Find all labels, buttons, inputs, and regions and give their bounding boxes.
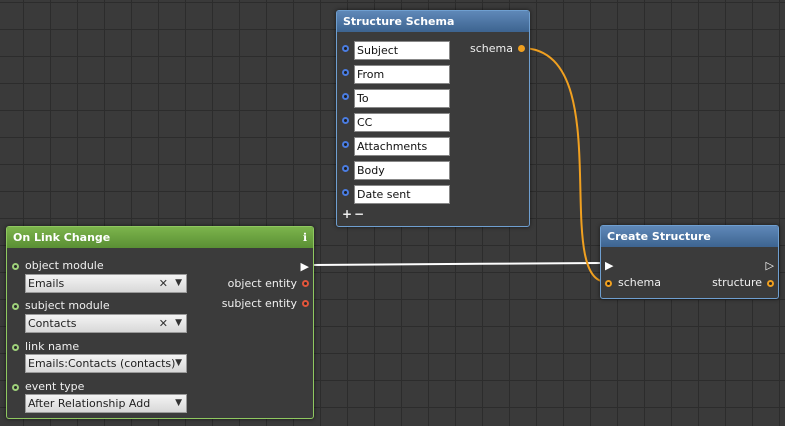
body-field[interactable]: Body — [354, 161, 450, 180]
subject-entity-port[interactable] — [302, 300, 309, 307]
schema-wire — [520, 47, 608, 283]
flow-output-arrow-icon[interactable]: ▷ — [765, 259, 774, 272]
to-field[interactable]: To — [354, 89, 450, 108]
object-module-select[interactable]: Emails ✕ ▼ — [25, 274, 187, 293]
event-type-label: event type — [25, 380, 85, 393]
event-type-select[interactable]: After Relationship Add ▼ — [25, 394, 187, 413]
schema-input-label: schema — [618, 276, 661, 289]
flow-input-arrow-icon[interactable]: ▶ — [605, 259, 614, 272]
on-link-change-title-text: On Link Change — [13, 231, 111, 244]
subject-entity-label: subject entity — [221, 297, 297, 310]
body-port[interactable] — [342, 165, 349, 172]
from-port[interactable] — [342, 69, 349, 76]
object-entity-port[interactable] — [302, 280, 309, 287]
caret-down-icon[interactable]: ▼ — [175, 398, 182, 408]
cc-field[interactable]: CC — [354, 113, 450, 132]
subject-module-select[interactable]: Contacts ✕ ▼ — [25, 314, 187, 333]
date-sent-port[interactable] — [342, 189, 349, 196]
object-module-port[interactable] — [12, 263, 19, 270]
structure-output-label: structure — [712, 276, 762, 289]
caret-down-icon[interactable]: ▼ — [175, 358, 182, 368]
to-port[interactable] — [342, 93, 349, 100]
clear-icon[interactable]: ✕ — [158, 317, 168, 330]
flow-output-arrow-icon[interactable]: ▶ — [300, 260, 309, 273]
schema-input-port[interactable] — [605, 280, 612, 287]
info-icon[interactable]: ℹ — [302, 231, 307, 244]
create-structure-node[interactable]: Create Structure ▶ ▷ schema structure — [600, 225, 779, 299]
link-name-port[interactable] — [12, 344, 19, 351]
from-field[interactable]: From — [354, 65, 450, 84]
clear-icon[interactable]: ✕ — [158, 277, 168, 290]
subject-port[interactable] — [342, 45, 349, 52]
cc-port[interactable] — [342, 117, 349, 124]
schema-output-label: schema — [470, 42, 513, 55]
object-entity-label: object entity — [227, 277, 297, 290]
link-name-label: link name — [25, 340, 80, 353]
structure-schema-node[interactable]: Structure Schema Subject From To CC Atta… — [336, 10, 530, 227]
on-link-change-title[interactable]: On Link Change ℹ — [7, 227, 313, 248]
add-field-button[interactable]: + — [342, 207, 353, 221]
structure-schema-title[interactable]: Structure Schema — [337, 11, 529, 32]
subject-field[interactable]: Subject — [354, 41, 450, 60]
flow-wire — [310, 262, 602, 266]
subject-module-value: Contacts — [28, 317, 77, 330]
subject-module-port[interactable] — [12, 303, 19, 310]
on-link-change-node[interactable]: On Link Change ℹ ▶ object module Emails … — [6, 226, 314, 419]
attachments-field[interactable]: Attachments — [354, 137, 450, 156]
event-type-port[interactable] — [12, 384, 19, 391]
remove-field-button[interactable]: − — [354, 207, 365, 221]
object-module-value: Emails — [28, 277, 65, 290]
object-module-label: object module — [25, 259, 104, 272]
caret-down-icon[interactable]: ▼ — [175, 278, 182, 288]
schema-output-port[interactable] — [518, 45, 525, 52]
structure-output-port[interactable] — [767, 280, 774, 287]
event-type-value: After Relationship Add — [28, 397, 151, 410]
create-structure-title[interactable]: Create Structure — [601, 226, 778, 247]
date-sent-field[interactable]: Date sent — [354, 185, 450, 204]
subject-module-label: subject module — [25, 299, 110, 312]
attachments-port[interactable] — [342, 141, 349, 148]
link-name-value: Emails:Contacts (contacts) — [28, 357, 176, 370]
link-name-select[interactable]: Emails:Contacts (contacts) ▼ — [25, 354, 187, 373]
caret-down-icon[interactable]: ▼ — [175, 318, 182, 328]
